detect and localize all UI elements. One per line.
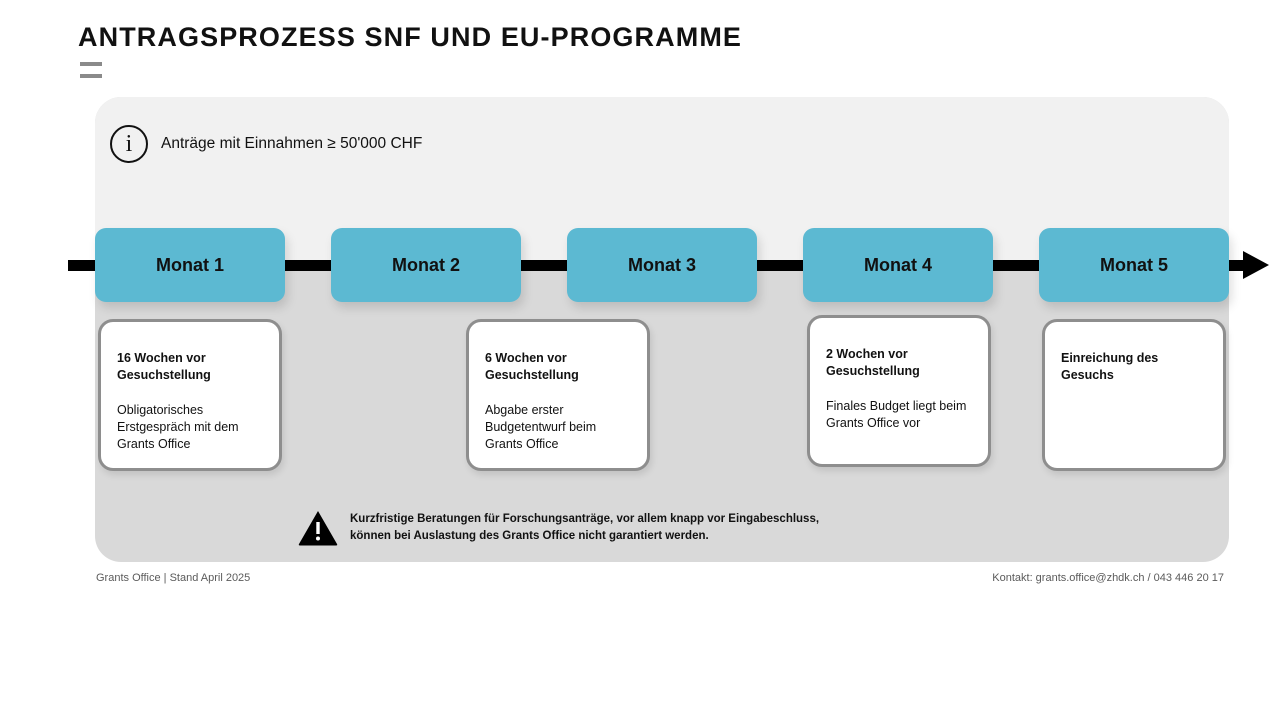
month-box-4[interactable]: Monat 4 bbox=[803, 228, 993, 302]
step-card-body: Abgabe erster Budgetentwurf beim Grants … bbox=[485, 402, 597, 451]
info-note: i Anträge mit Einnahmen ≥ 50'000 CHF bbox=[110, 125, 422, 163]
title-underline-marks bbox=[80, 62, 102, 86]
step-card-body: Obligatorisches Erstgespräch mit dem Gra… bbox=[117, 402, 239, 451]
info-note-text: Anträge mit Einnahmen ≥ 50'000 CHF bbox=[161, 135, 423, 152]
timeline-months: Monat 1 Monat 2 Monat 3 Monat 4 Monat 5 bbox=[0, 228, 1280, 304]
step-card[interactable]: 2 Wochen vor Gesuchstellung Finales Budg… bbox=[807, 315, 991, 467]
right-arrow-icon bbox=[1243, 251, 1269, 279]
page-title: ANTRAGSPROZESS SNF UND EU-PROGRAMME bbox=[78, 22, 743, 52]
step-card-title: 16 Wochen vor Gesuchstellung bbox=[117, 351, 211, 382]
step-card-title: 2 Wochen vor Gesuchstellung bbox=[826, 347, 920, 378]
process-panel bbox=[95, 97, 1229, 562]
step-card[interactable]: 6 Wochen vor Gesuchstellung Abgabe erste… bbox=[466, 319, 650, 471]
step-card-title: 6 Wochen vor Gesuchstellung bbox=[485, 351, 579, 382]
step-card-title: Einreichung des Gesuchs bbox=[1061, 351, 1159, 382]
month-box-2[interactable]: Monat 2 bbox=[331, 228, 521, 302]
footer-source: Grants Office | Stand April 2025 bbox=[96, 572, 251, 584]
footer-contact: Kontakt: grants.office@zhdk.ch / 043 446… bbox=[992, 572, 1224, 584]
warning-note: Kurzfristige Beratungen für Forschungsan… bbox=[298, 510, 819, 546]
step-card[interactable]: Einreichung des Gesuchs bbox=[1042, 319, 1226, 471]
title-mark-1 bbox=[80, 62, 102, 66]
step-card[interactable]: 16 Wochen vor Gesuchstellung Obligatoris… bbox=[98, 319, 282, 471]
month-box-5[interactable]: Monat 5 bbox=[1039, 228, 1229, 302]
step-card-body: Finales Budget liegt beim Grants Office … bbox=[826, 398, 967, 430]
month-box-3[interactable]: Monat 3 bbox=[567, 228, 757, 302]
step-cards: 16 Wochen vor Gesuchstellung Obligatoris… bbox=[0, 315, 1280, 477]
month-box-1[interactable]: Monat 1 bbox=[95, 228, 285, 302]
warning-triangle-icon bbox=[298, 510, 338, 546]
warning-note-text: Kurzfristige Beratungen für Forschungsan… bbox=[350, 513, 820, 542]
title-mark-2 bbox=[80, 74, 102, 78]
info-circle-icon: i bbox=[110, 125, 148, 163]
